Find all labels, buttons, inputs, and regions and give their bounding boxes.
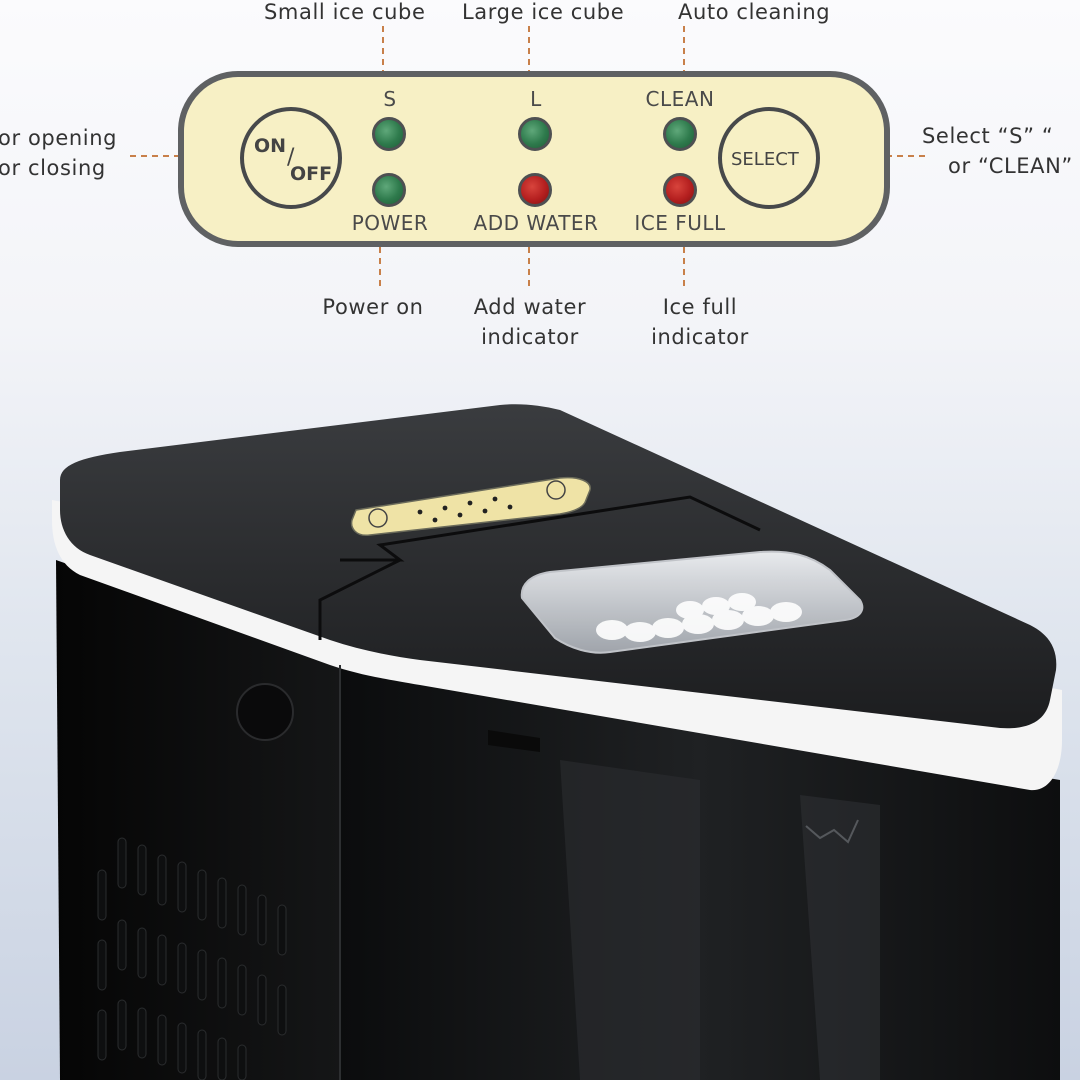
led-add-water — [518, 173, 552, 207]
label-add-water: ADD WATER — [473, 211, 599, 235]
callout-small-ice-cube: Small ice cube — [264, 0, 426, 24]
machine-front-highlight — [560, 760, 700, 1080]
callout-large-ice-cube: Large ice cube — [462, 0, 625, 24]
lid-handle — [488, 730, 540, 752]
callout-power-on-text: Power on — [322, 295, 424, 319]
control-panel: ON / OFF S L CLEAN POWER ADD WATER ICE F… — [178, 71, 890, 247]
callout-ice-full-line2: indicator — [651, 325, 749, 349]
callout-select-line2: or “CLEAN” — [948, 154, 1073, 178]
callout-add-water-line1: Add water — [473, 295, 587, 319]
machine-front-reflection — [800, 795, 880, 1080]
on-off-button[interactable]: ON / OFF — [240, 107, 342, 209]
label-l: L — [530, 87, 542, 111]
lid-onoff-button — [368, 508, 388, 528]
label-power: POWER — [351, 211, 429, 235]
callout-ice-full: Ice full indicator — [651, 292, 749, 352]
led-power — [372, 173, 406, 207]
led-small-ice — [372, 117, 406, 151]
lid-seam-2 — [318, 558, 401, 640]
lid-control-panel — [350, 476, 591, 537]
callout-power-on: Power on — [322, 292, 423, 322]
front-logo-mark — [805, 819, 859, 844]
label-s: S — [383, 87, 397, 111]
callout-select-line1: Select “S” “ — [922, 124, 1054, 148]
callout-add-water: Add water indicator — [474, 292, 587, 352]
lid-select-button — [546, 480, 566, 500]
led-clean — [663, 117, 697, 151]
callout-opening: or opening — [0, 126, 118, 150]
callout-add-water-line2: indicator — [481, 325, 579, 349]
lid-seam — [340, 495, 761, 562]
callout-closing: or closing — [0, 156, 106, 180]
off-label: OFF — [290, 163, 333, 185]
label-clean: CLEAN — [645, 87, 715, 111]
slash-divider: / — [287, 145, 295, 170]
ventilation-slots — [97, 837, 287, 1080]
drain-plug — [236, 683, 294, 741]
select-label: SELECT — [731, 149, 799, 170]
led-large-ice — [518, 117, 552, 151]
ice-cubes — [596, 593, 802, 642]
machine-lid — [60, 404, 1057, 729]
label-ice-full: ICE FULL — [634, 211, 726, 235]
led-ice-full — [663, 173, 697, 207]
on-label: ON — [254, 135, 287, 157]
callout-ice-full-line1: Ice full — [662, 295, 738, 319]
callout-auto-cleaning: Auto cleaning — [678, 0, 831, 24]
select-button[interactable]: SELECT — [718, 107, 820, 209]
